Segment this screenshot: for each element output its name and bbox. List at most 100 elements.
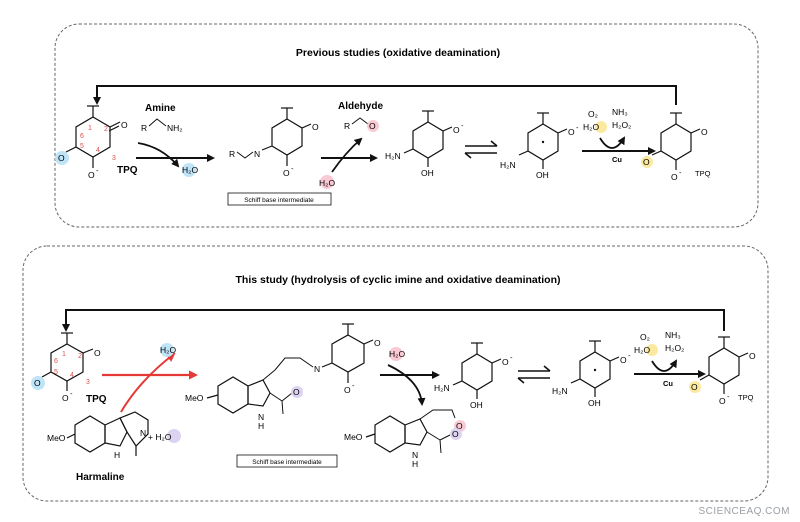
tpq-regenerated: O O O - TPQ xyxy=(641,112,711,182)
svg-text:6: 6 xyxy=(54,358,58,365)
aminoquinol-structure: O - H₂N OH xyxy=(385,110,464,178)
svg-text:4: 4 xyxy=(70,372,74,379)
svg-text:NH₂: NH₂ xyxy=(167,123,183,133)
svg-text:H₂O₂: H₂O₂ xyxy=(612,120,631,130)
harmaline-label: Harmaline xyxy=(76,472,125,483)
svg-text:O: O xyxy=(62,393,69,403)
svg-text:N: N xyxy=(140,428,146,438)
schiff-base-label: Schiff base intermediate xyxy=(244,197,314,204)
svg-text:O: O xyxy=(58,153,65,163)
svg-text:O: O xyxy=(88,170,95,180)
svg-text:O: O xyxy=(293,387,300,397)
svg-text:O₂: O₂ xyxy=(640,332,650,342)
svg-text:H₂N: H₂N xyxy=(434,383,450,393)
svg-text:2: 2 xyxy=(78,353,82,360)
semiquinone-structure: O - H₂N OH xyxy=(500,112,579,180)
svg-text:H: H xyxy=(412,459,418,469)
svg-text:3: 3 xyxy=(112,155,116,162)
water-added: H₂O xyxy=(319,178,335,188)
svg-text:-: - xyxy=(510,353,513,362)
svg-text:-: - xyxy=(352,381,355,390)
svg-text:R: R xyxy=(141,123,147,133)
indole-aldehyde-structure: O O MeO N H xyxy=(344,409,466,469)
svg-text:N: N xyxy=(254,149,260,159)
tpq-right-label: TPQ xyxy=(738,393,754,402)
amine-structure: Amine R NH₂ xyxy=(141,103,183,133)
svg-text:MeO: MeO xyxy=(47,433,66,443)
svg-text:NH₃: NH₃ xyxy=(612,107,628,117)
svg-text:O: O xyxy=(671,172,678,182)
svg-text:4: 4 xyxy=(96,147,100,154)
svg-text:O: O xyxy=(369,121,376,131)
schiff-base-structure: O O - N O MeO N H Schiff base intermedia… xyxy=(185,323,381,468)
svg-text:H: H xyxy=(258,421,264,431)
svg-text:OH: OH xyxy=(536,170,549,180)
svg-text:O: O xyxy=(620,355,627,365)
aldehyde-label: Aldehyde xyxy=(338,101,383,112)
svg-text:-: - xyxy=(679,168,682,177)
svg-text:O: O xyxy=(691,382,698,392)
svg-text:O: O xyxy=(312,122,319,132)
svg-text:O: O xyxy=(374,338,381,348)
schiff-base-structure: O O - N R Schiff base intermediate xyxy=(227,107,332,206)
svg-text:MeO: MeO xyxy=(344,432,363,442)
svg-text:-: - xyxy=(70,389,73,398)
svg-text:+ H₂O: + H₂O xyxy=(148,432,172,442)
harmaline-structure: MeO N H + H₂O Harmaline xyxy=(47,411,181,483)
svg-text:-: - xyxy=(727,392,730,401)
svg-text:R: R xyxy=(344,121,350,131)
panel-title: This study (hydrolysis of cyclic imine a… xyxy=(236,274,561,286)
cycle-arrow xyxy=(62,309,725,332)
water-added: H₂O xyxy=(389,349,405,359)
svg-text:H₂N: H₂N xyxy=(500,160,516,170)
svg-text:H₂O₂: H₂O₂ xyxy=(665,343,684,353)
watermark: SCIENCEAQ.COM xyxy=(698,506,790,517)
svg-text:5: 5 xyxy=(80,143,84,150)
water-released: H₂O xyxy=(160,345,176,355)
svg-text:O: O xyxy=(121,120,128,130)
svg-text:5: 5 xyxy=(54,369,58,376)
svg-text:MeO: MeO xyxy=(185,393,204,403)
svg-text:O: O xyxy=(502,357,509,367)
schiff-base-label: Schiff base intermediate xyxy=(252,459,322,466)
tpq-structure: O O O - 1 2 3 4 5 6 TPQ xyxy=(55,105,138,180)
tpq-right-label: TPQ xyxy=(695,169,711,178)
svg-text:-: - xyxy=(291,164,294,173)
semiquinone-structure: O - H₂N OH xyxy=(552,340,631,408)
svg-text:O: O xyxy=(94,348,101,358)
svg-text:Cu: Cu xyxy=(663,379,673,388)
tpq-structure: O O O - 1 2 3 4 5 6 TPQ xyxy=(31,332,107,405)
svg-text:NH₃: NH₃ xyxy=(665,330,681,340)
panel-this-study: This study (hydrolysis of cyclic imine a… xyxy=(22,245,769,502)
tpq-regenerated: O O O - TPQ xyxy=(689,336,756,406)
svg-text:O: O xyxy=(344,385,351,395)
svg-text:H₂O: H₂O xyxy=(583,122,599,132)
svg-text:O: O xyxy=(283,168,290,178)
svg-text:O: O xyxy=(453,125,460,135)
svg-text:1: 1 xyxy=(62,351,66,358)
svg-text:2: 2 xyxy=(104,126,108,133)
svg-text:N: N xyxy=(412,450,418,460)
svg-text:O: O xyxy=(719,396,726,406)
svg-text:O: O xyxy=(34,378,41,388)
panel-title: Previous studies (oxidative deamination) xyxy=(296,47,500,59)
svg-text:O: O xyxy=(456,421,463,431)
cycle-arrow xyxy=(93,85,677,105)
svg-text:-: - xyxy=(628,351,631,360)
svg-text:O: O xyxy=(452,429,459,439)
svg-text:OH: OH xyxy=(470,400,483,410)
svg-text:O: O xyxy=(643,157,650,167)
svg-text:H: H xyxy=(114,450,120,460)
tpq-label: TPQ xyxy=(117,165,138,176)
svg-text:O: O xyxy=(701,127,708,137)
svg-text:-: - xyxy=(576,123,579,132)
svg-text:6: 6 xyxy=(80,133,84,140)
svg-text:R: R xyxy=(229,149,235,159)
svg-text:OH: OH xyxy=(421,168,434,178)
svg-text:N: N xyxy=(258,412,264,422)
svg-text:3: 3 xyxy=(86,379,90,386)
panel-previous-studies: Previous studies (oxidative deamination)… xyxy=(54,23,759,228)
svg-text:1: 1 xyxy=(88,125,92,132)
amine-label: Amine xyxy=(145,103,176,114)
